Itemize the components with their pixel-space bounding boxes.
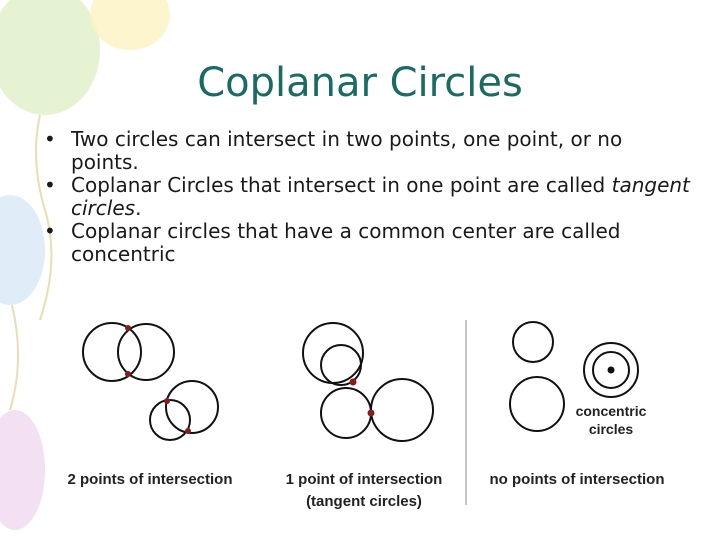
- circle-tangent-bottom-right: [370, 378, 434, 442]
- balloon-string-decoration-2: [9, 304, 20, 411]
- bullet-list: Two circles can intersect in two points,…: [42, 128, 692, 266]
- tangent-point: [349, 378, 357, 386]
- circle-lower-small: [149, 399, 191, 441]
- intersection-point: [164, 398, 170, 404]
- bullet-item: Coplanar circles that have a common cent…: [42, 220, 692, 266]
- tangent-point: [367, 409, 375, 417]
- bullet-item: Two circles can intersect in two points,…: [42, 128, 692, 174]
- intersection-point: [125, 371, 131, 377]
- intersection-point: [125, 325, 131, 331]
- circle-lower-right: [165, 380, 219, 434]
- concentric-outer-circle: [583, 342, 639, 398]
- circle-left: [82, 322, 142, 382]
- label-tangent-circles: (tangent circles): [306, 493, 422, 510]
- circle-separate-bottom: [509, 376, 565, 432]
- label-concentric: concentric: [576, 403, 647, 419]
- intersection-point: [185, 428, 191, 434]
- label-concentric-circles: circles: [589, 421, 634, 437]
- bullet-text: Coplanar circles that have a common cent…: [71, 219, 621, 266]
- pink-balloon-decoration: [0, 410, 45, 530]
- green-balloon-decoration: [0, 0, 100, 115]
- yellow-balloon-decoration: [90, 0, 170, 50]
- slide-title: Coplanar Circles: [197, 60, 523, 106]
- bullet-text-prefix: Coplanar Circles that intersect in one p…: [71, 173, 612, 197]
- bullet-item: Coplanar Circles that intersect in one p…: [42, 174, 692, 220]
- bullet-text-suffix: .: [135, 196, 142, 220]
- circle-separate-top: [512, 321, 554, 363]
- concentric-inner-circle: [592, 351, 630, 389]
- bullet-emphasis: tangent circles: [71, 173, 690, 220]
- circle-tangent-top-small: [320, 344, 362, 386]
- circle-tangent-bottom-left: [320, 387, 372, 439]
- bullet-text: Two circles can intersect in two points,…: [71, 127, 623, 174]
- circle-tangent-top-large: [302, 322, 364, 384]
- label-one-point: 1 point of intersection: [286, 471, 443, 488]
- circle-right: [117, 323, 175, 381]
- blue-balloon-decoration: [0, 195, 45, 305]
- concentric-center-point: [607, 366, 615, 374]
- label-two-points: 2 points of intersection: [67, 471, 232, 488]
- label-no-points: no points of intersection: [490, 471, 665, 488]
